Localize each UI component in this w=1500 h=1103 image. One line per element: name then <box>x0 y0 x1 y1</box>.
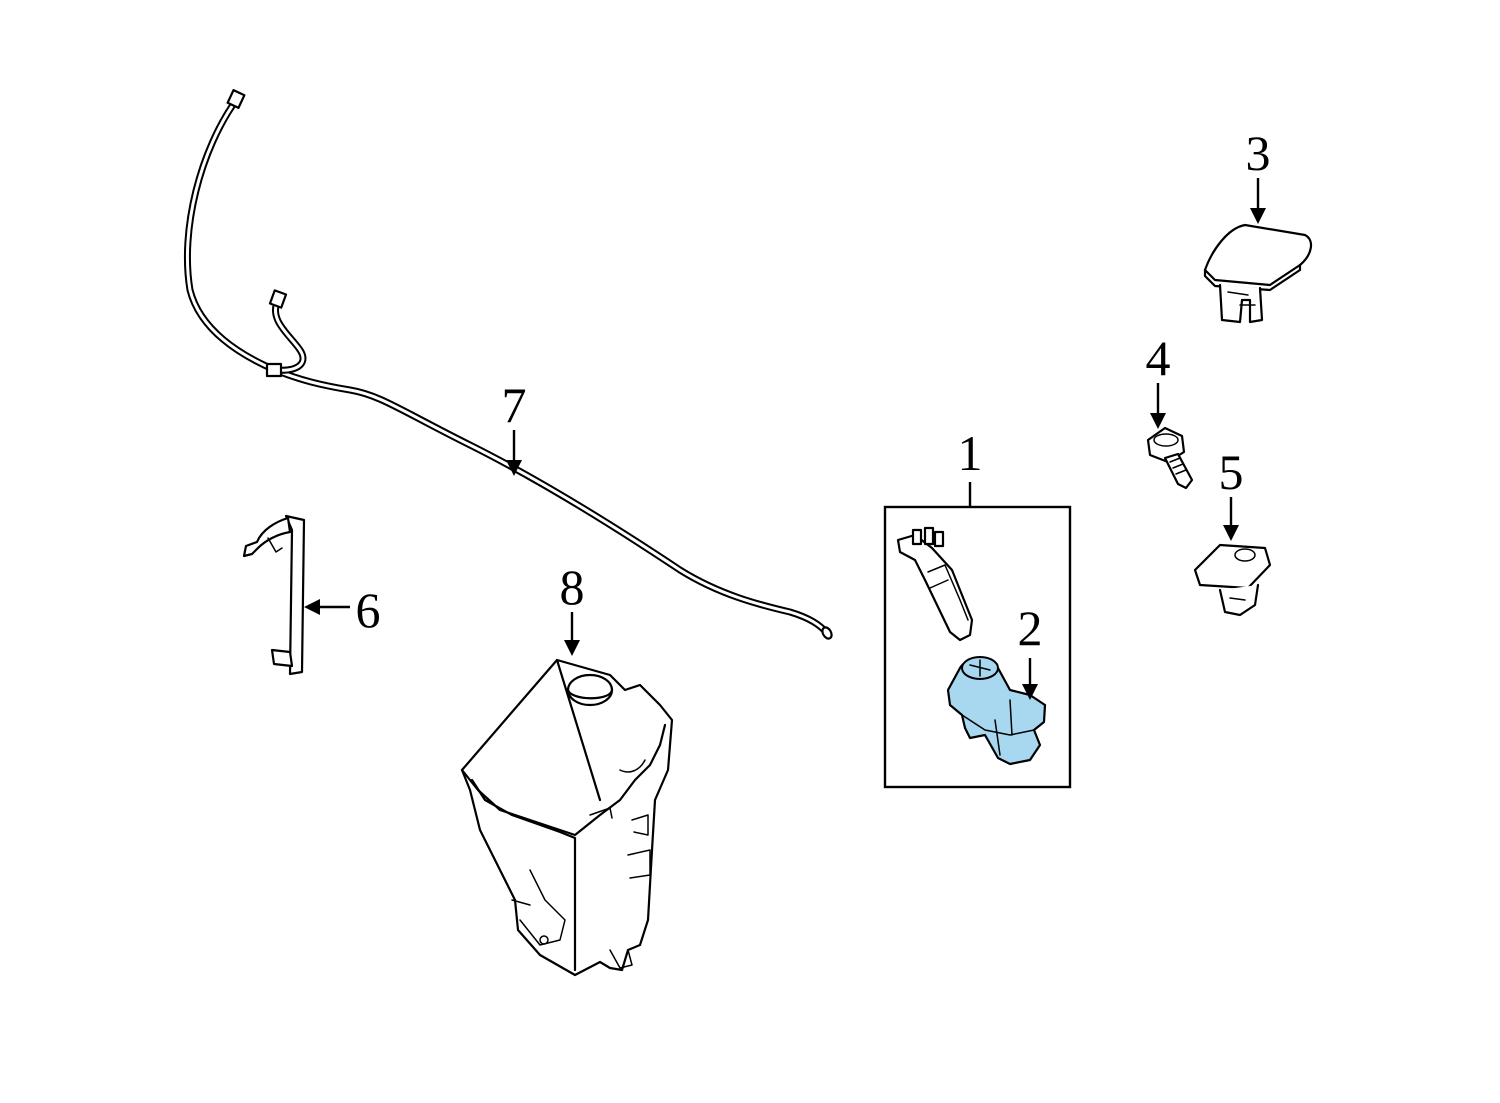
nozzle-bracket <box>896 526 974 642</box>
part-4-bolt[interactable] <box>1146 426 1194 490</box>
callout-8: 8 <box>560 559 585 615</box>
callout-3: 3 <box>1246 125 1271 181</box>
part-1-nozzle-assembly-box[interactable] <box>883 482 1072 789</box>
part-6-bracket[interactable] <box>242 514 306 676</box>
part-3-cover-cap[interactable] <box>1203 223 1313 324</box>
callout-2: 2 <box>1018 600 1043 656</box>
callout-7: 7 <box>502 377 527 433</box>
callout-arrows <box>304 178 1266 700</box>
callout-4: 4 <box>1146 330 1171 386</box>
callout-5: 5 <box>1219 444 1244 500</box>
callout-6: 6 <box>356 582 381 638</box>
part-7-washer-hose[interactable] <box>183 89 833 640</box>
callout-1: 1 <box>958 425 983 481</box>
part-5-clip[interactable] <box>1193 543 1272 617</box>
part-8-washer-reservoir[interactable] <box>460 658 674 977</box>
part-2-washer-nozzle[interactable] <box>946 656 1047 766</box>
